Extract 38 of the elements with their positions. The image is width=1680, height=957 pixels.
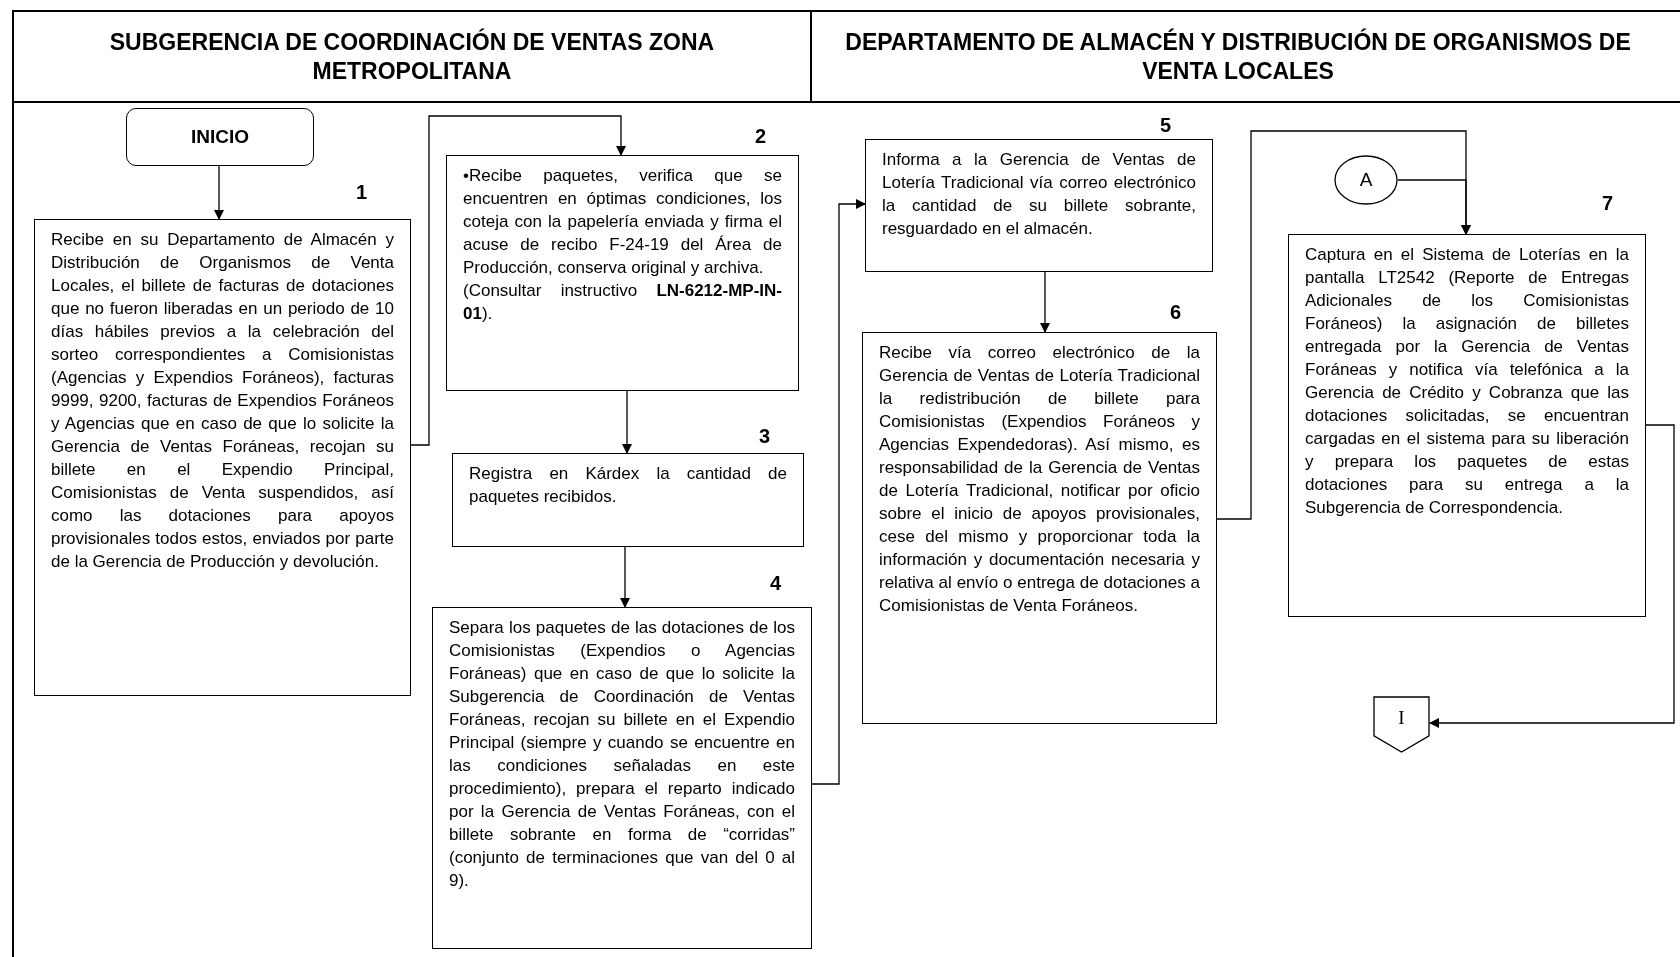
process-box [865, 139, 1213, 272]
step-text: Registra en Kárdex la cantidad de paquetes recibidos. [469, 463, 787, 508]
arrow [622, 390, 632, 454]
step-text: Recibe vía correo electrónico de la Gerencia de Ventas de Lotería Tradicional la redistribución de billete para Comisionistas (Expendios Foráneos y Agencias Expendedoras). Así mismo, es responsabilidad de la Gerencia de Ventas de Lotería Tradicional, notificar por oficio sobre el inicio de apoyos provisionales, cese del mismo y proporcionar toda la información y documentación necesaria y relativa al envío o entrega de dotaciones a Comisionistas de Venta Foráneos. [879, 342, 1200, 617]
step-text: Separa los paquetes de las dotaciones de los Comisionistas (Expendios o Agencias Foráneas) que en caso de que lo solicite la Subgerencia de Coordinación de Ventas Foráneas, recojan su billete en el Expendio Principal (siempre y cuando se encuentre en las condiciones señaladas en este procedimiento), prepara el reparto indicado por la Gerencia de Ventas Foráneas, con el billete sobrante en forma de “corridas” (conjunto de terminaciones que van del 0 al 9). [449, 617, 795, 892]
step-number: 4 [770, 571, 782, 595]
step-number: 3 [759, 424, 771, 448]
arrow [620, 546, 630, 608]
step-text: Recibe en su Departamento de Almacén y Distribución de Organismos de Venta Locales, el billete de facturas de dotaciones que no fueron liberadas en un periodo de 10 días hábiles previos a la celebración del sorteo correspondientes a Comisionistas (Agencias y Expendios Foráneos), facturas 9999, 9200, facturas de Expendios Foráneos y Agencias que en caso de que lo solicite la Gerencia de Ventas Foráneas, recojan su billete en el Expendio Principal, Comisionistas de Venta suspendidos, así como las dotaciones para apoyos provisionales todos estos, enviados por parte de la Gerencia de Producción y devolución. [51, 229, 394, 573]
step-text: Captura en el Sistema de Loterías en la pantalla LT2542 (Reporte de Entregas Adicionales de los Comisionistas Foráneos) la asignación de billetes entregada por la Gerencia de Ventas Foráneas y notifica vía telefónica a la Gerencia de Crédito y Cobranza que las dotaciones solicitadas, se encuentran cargadas en el sistema para su liberación y prepara los paquetes de estas dotaciones para su entrega a la Subgerencia de Correspondencia. [1305, 244, 1629, 519]
process-box [1288, 234, 1646, 617]
node-label: A [1359, 167, 1373, 192]
arrow [1040, 271, 1050, 333]
step-number: 2 [755, 124, 767, 148]
step-number: 7 [1602, 191, 1614, 215]
connector-circle [1334, 155, 1398, 205]
process-box [34, 219, 411, 696]
step-text: Informa a la Gerencia de Ventas de Lotería Tradicional vía correo electrónico la cantidad de su billete sobrante, resguardado en el almacén. [882, 149, 1196, 240]
step-number: 5 [1160, 113, 1172, 137]
start-terminal [126, 108, 314, 166]
off-page-connector [1373, 696, 1430, 753]
process-box [432, 607, 812, 949]
step-number: 1 [356, 180, 368, 204]
node-label: I [1398, 706, 1405, 731]
process-box [452, 453, 804, 547]
column-heading: SUBGERENCIA DE COORDINACIÓN DE VENTAS ZONA METROPOLITANA [108, 27, 716, 86]
arrow [410, 115, 626, 446]
node-label: INICIO [190, 124, 250, 149]
arrow [811, 199, 866, 785]
arrow [1397, 179, 1471, 235]
arrow [214, 165, 224, 220]
arrow [1429, 424, 1675, 728]
process-box [862, 332, 1217, 724]
step-text: •Recibe paquetes, verifica que se encuentren en óptimas condiciones, los coteja con la papelería enviada y firma el acuse de recibo F-24-19 del Área de Producción, conserva original y archiva. [463, 165, 782, 279]
column-heading: DEPARTAMENTO DE ALMACÉN Y DISTRIBUCIÓN DE ORGANISMOS DE VENTA LOCALES [844, 27, 1632, 86]
step-text: (Consultar instructivo LN-6212-MP-IN-01). [463, 280, 782, 325]
process-box [446, 155, 799, 391]
step-number: 6 [1170, 300, 1182, 324]
